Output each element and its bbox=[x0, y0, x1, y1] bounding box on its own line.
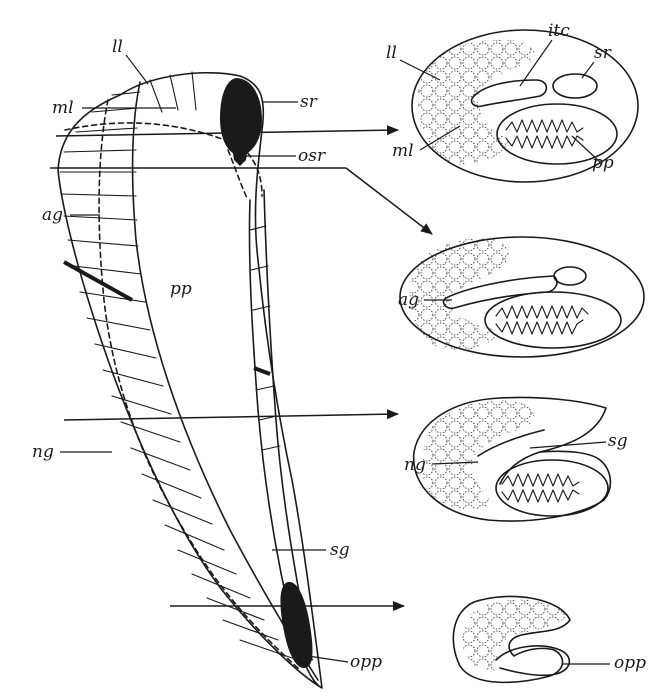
leader-ll-left bbox=[126, 55, 148, 84]
labels: ll ml ag pp ng sr osr sg opp ll itc sr m… bbox=[32, 21, 646, 673]
label-opp-left: opp bbox=[350, 652, 382, 672]
label-ml-left: ml bbox=[52, 98, 74, 118]
opp-reservoir bbox=[280, 582, 312, 668]
arrow-section-2b bbox=[346, 168, 432, 234]
section-2-pp-duct bbox=[485, 292, 621, 348]
cap-hatching bbox=[150, 72, 196, 112]
leader-opp-left bbox=[308, 656, 348, 662]
section-4-cell-mass bbox=[462, 600, 566, 671]
label-pp-right: pp bbox=[592, 153, 614, 173]
section-1-sr bbox=[553, 74, 597, 98]
section-2-bulb bbox=[554, 267, 586, 285]
longitudinal-gland bbox=[58, 72, 322, 688]
label-pp-left: pp bbox=[170, 279, 192, 299]
label-itc: itc bbox=[548, 21, 570, 41]
section-arrows bbox=[50, 130, 432, 606]
label-sr-right: sr bbox=[594, 43, 612, 63]
label-ll-right: ll bbox=[386, 43, 397, 63]
section-3-pp-duct bbox=[496, 460, 608, 516]
section-1-sr-lining bbox=[558, 81, 588, 90]
label-ng-left: ng bbox=[32, 442, 54, 462]
duct-band-mark bbox=[254, 368, 270, 374]
sr-reservoir bbox=[220, 78, 262, 156]
label-ll-left: ll bbox=[112, 37, 123, 57]
label-osr: osr bbox=[298, 146, 326, 166]
section-3-pp-folds bbox=[502, 474, 579, 502]
label-sg-left: sg bbox=[330, 540, 350, 560]
label-opp-right: opp bbox=[614, 653, 646, 673]
label-sg-right: sg bbox=[608, 431, 628, 451]
section-1-cell-mass bbox=[418, 40, 534, 165]
label-sr-left: sr bbox=[300, 92, 318, 112]
label-ng-right: ng bbox=[404, 455, 426, 475]
dashed-boundary bbox=[99, 100, 300, 670]
label-ag-right: ag bbox=[398, 290, 419, 310]
arrow-section-3 bbox=[64, 414, 398, 420]
leader-lines bbox=[60, 40, 610, 664]
label-ag-left: ag bbox=[42, 205, 63, 225]
label-ml-right: ml bbox=[392, 141, 414, 161]
section-1-pp-folds bbox=[506, 120, 583, 148]
cross-section-2 bbox=[400, 237, 644, 357]
section-2-pp-folds bbox=[496, 306, 588, 334]
cross-section-4 bbox=[453, 596, 570, 682]
cross-section-3 bbox=[414, 397, 611, 521]
